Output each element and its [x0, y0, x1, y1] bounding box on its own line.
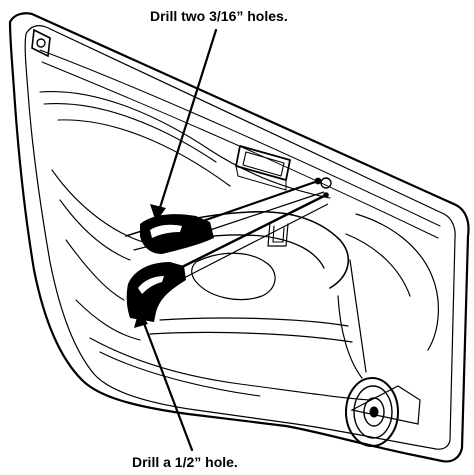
- speaker-mid-ring: [353, 385, 393, 439]
- panel-armrest-area: [39, 90, 371, 401]
- drill-bit-lower-b: [179, 203, 329, 281]
- speaker-outer-ring: [345, 377, 399, 447]
- panel-outer-edge: [8, 12, 470, 463]
- speaker-cone: [363, 397, 385, 427]
- arrow-top-line: [156, 28, 218, 216]
- panel-top-rail-2: [41, 61, 439, 239]
- mount-hole-icon: [36, 38, 46, 48]
- panel-mount-tab: [31, 28, 51, 58]
- drill-tool-lower: [126, 193, 329, 322]
- drill-body-upper: [140, 214, 214, 254]
- callout-bottom-label: Drill a 1/2” hole.: [132, 454, 238, 470]
- drill-bit-upper-b: [203, 191, 325, 233]
- panel-inner-edge: [24, 25, 456, 450]
- callout-top-label: Drill two 3/16” holes.: [150, 8, 288, 24]
- drill-point-large: [320, 177, 332, 189]
- arrow-top-head: [150, 204, 166, 222]
- panel-top-rail: [39, 49, 441, 227]
- drill-body-lower: [126, 262, 186, 322]
- arrow-bottom-head: [134, 310, 148, 328]
- callout-arrows: [134, 28, 218, 452]
- drill-tool-upper: [140, 179, 325, 254]
- drill-bit-lower: [175, 193, 327, 272]
- door-speaker: [345, 377, 399, 447]
- door-handle-recess: [235, 145, 291, 191]
- arrow-bottom-line: [140, 316, 194, 452]
- door-map-pocket: [149, 213, 439, 425]
- drill-bit-upper: [199, 179, 319, 224]
- door-trim-panel: [8, 12, 470, 463]
- speaker-dust-cap: [369, 406, 379, 418]
